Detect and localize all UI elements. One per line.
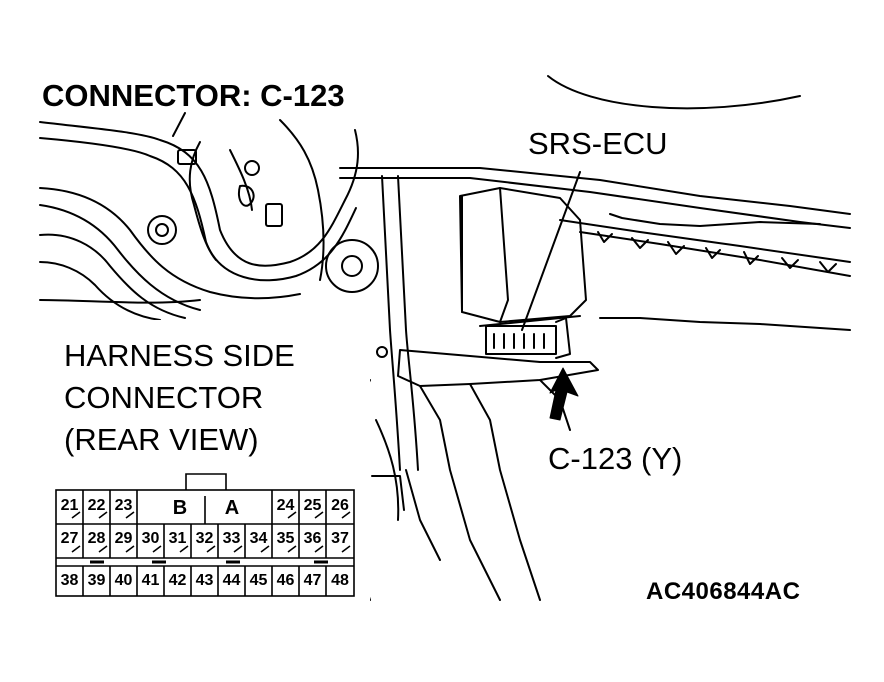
pin-label: 38 <box>60 572 79 589</box>
key-label-a: A <box>224 497 240 519</box>
pin-label: 23 <box>114 497 133 514</box>
pin-label: 24 <box>276 497 295 514</box>
pin-label: 30 <box>141 530 160 547</box>
figure-code: AC406844AC <box>646 578 801 605</box>
key-label-b: B <box>172 497 188 519</box>
pin-label: 25 <box>303 497 322 514</box>
pin-label: 31 <box>168 530 187 547</box>
pin-label: 46 <box>276 572 295 589</box>
pin-label: 39 <box>87 572 106 589</box>
pin-label: 36 <box>303 530 322 547</box>
pin-label: 40 <box>114 572 133 589</box>
pin-label: 32 <box>195 530 214 547</box>
srs-ecu-label: SRS-ECU <box>528 126 668 161</box>
pin-label: 41 <box>141 572 160 589</box>
pin-label: 22 <box>87 497 106 514</box>
connector-title: CONNECTOR: C-123 <box>42 78 345 113</box>
pin-label: 34 <box>249 530 268 547</box>
pin-label: 27 <box>60 530 79 547</box>
pin-label: 21 <box>60 497 79 514</box>
pin-label: 47 <box>303 572 322 589</box>
pin-label: 28 <box>87 530 106 547</box>
pin-label: 44 <box>222 572 241 589</box>
pin-label: 42 <box>168 572 187 589</box>
connector-ref-label: C-123 (Y) <box>548 441 683 476</box>
pin-label: 35 <box>276 530 295 547</box>
harness-label-line2: CONNECTOR <box>64 380 264 415</box>
harness-label-line1: HARNESS SIDE <box>64 338 295 373</box>
pin-label: 43 <box>195 572 214 589</box>
pin-label: 48 <box>331 572 349 589</box>
pin-label: 26 <box>331 497 349 514</box>
pin-label: 45 <box>249 572 268 589</box>
pin-label: 29 <box>114 530 133 547</box>
pin-label: 33 <box>222 530 241 547</box>
pin-label: 37 <box>331 530 349 547</box>
harness-label-line3: (REAR VIEW) <box>64 422 259 457</box>
